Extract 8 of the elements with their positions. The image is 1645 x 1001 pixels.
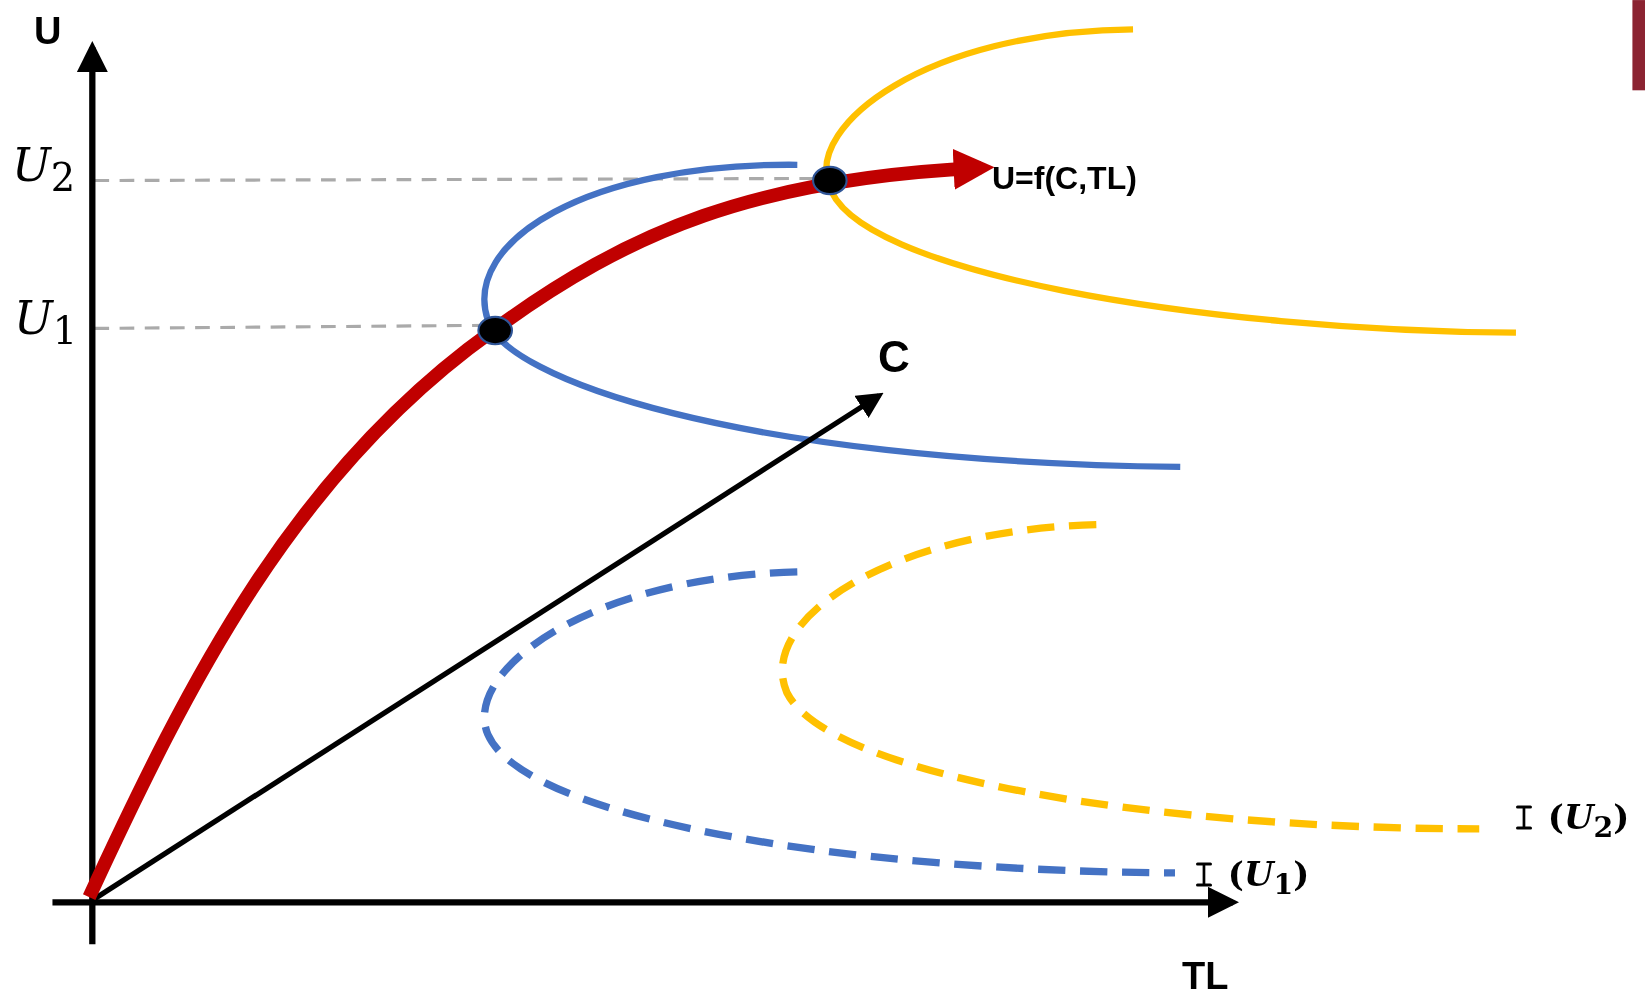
axis-value-label: U$_{2}$ <box>12 142 76 198</box>
curve-label: U=f(C,TL) <box>992 162 1137 194</box>
curve-label: 𝙸 (U$_{2}$) <box>1512 800 1630 842</box>
curve-label: 𝙸 (U$_{1}$) <box>1192 857 1310 899</box>
axis-label: U <box>34 12 62 50</box>
axis-label: TL <box>1182 957 1229 995</box>
axis-label: C <box>878 335 910 379</box>
axis-value-label: U$_{1}$ <box>14 295 78 351</box>
